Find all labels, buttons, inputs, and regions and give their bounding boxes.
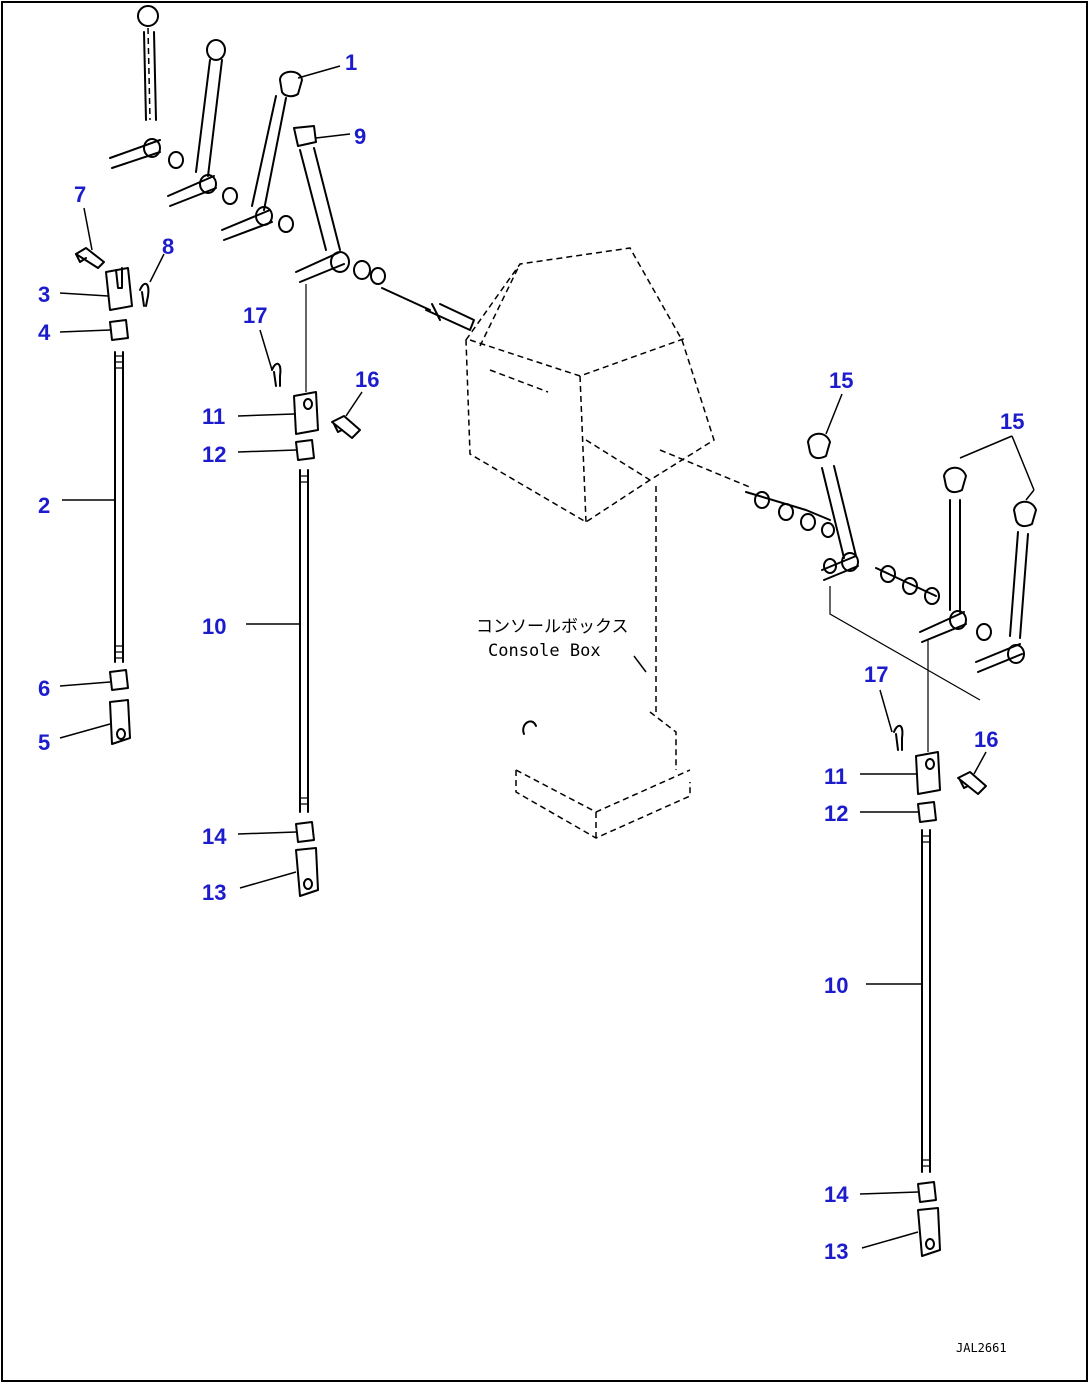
- right-levers: [745, 432, 1037, 701]
- console-box-label-japanese: コンソールボックス: [476, 617, 629, 637]
- callout-2: 2: [38, 493, 50, 518]
- callout-13: 13: [824, 1239, 848, 1264]
- callout-11: 11: [202, 404, 225, 429]
- callout-8: 8: [162, 234, 174, 259]
- callout-16: 16: [355, 367, 379, 392]
- callout-labels: 1 9 7 8 3 4 2 6 5 17 16 11 12 10 14 13 1…: [38, 50, 1024, 1264]
- callout-5: 5: [38, 730, 50, 755]
- callout-10: 10: [824, 973, 848, 998]
- callout-17: 17: [864, 662, 888, 687]
- callout-16: 16: [974, 727, 998, 752]
- callout-7: 7: [74, 182, 86, 207]
- callout-13: 13: [202, 880, 226, 905]
- callout-11: 11: [824, 764, 847, 789]
- callout-4: 4: [38, 320, 51, 345]
- callout-14: 14: [202, 824, 227, 849]
- right-rod-assembly: [893, 640, 987, 1257]
- callout-12: 12: [202, 442, 226, 467]
- upper-left-levers: [109, 5, 475, 331]
- callout-9: 9: [354, 124, 366, 149]
- callout-17: 17: [243, 303, 267, 328]
- callout-6: 6: [38, 676, 50, 701]
- callout-15: 15: [1000, 409, 1024, 434]
- callout-12: 12: [824, 801, 848, 826]
- callout-1: 1: [345, 50, 357, 75]
- drawing-code: JAL2661: [956, 1341, 1007, 1355]
- middle-rod-assembly: [271, 284, 361, 897]
- console-box: [465, 247, 753, 839]
- callout-14: 14: [824, 1182, 849, 1207]
- callout-3: 3: [38, 282, 50, 307]
- leader-lines: [59, 65, 1035, 1249]
- left-rod-assembly: [75, 247, 150, 745]
- console-box-label-english: Console Box: [488, 641, 601, 661]
- callout-10: 10: [202, 614, 226, 639]
- callout-15: 15: [829, 368, 853, 393]
